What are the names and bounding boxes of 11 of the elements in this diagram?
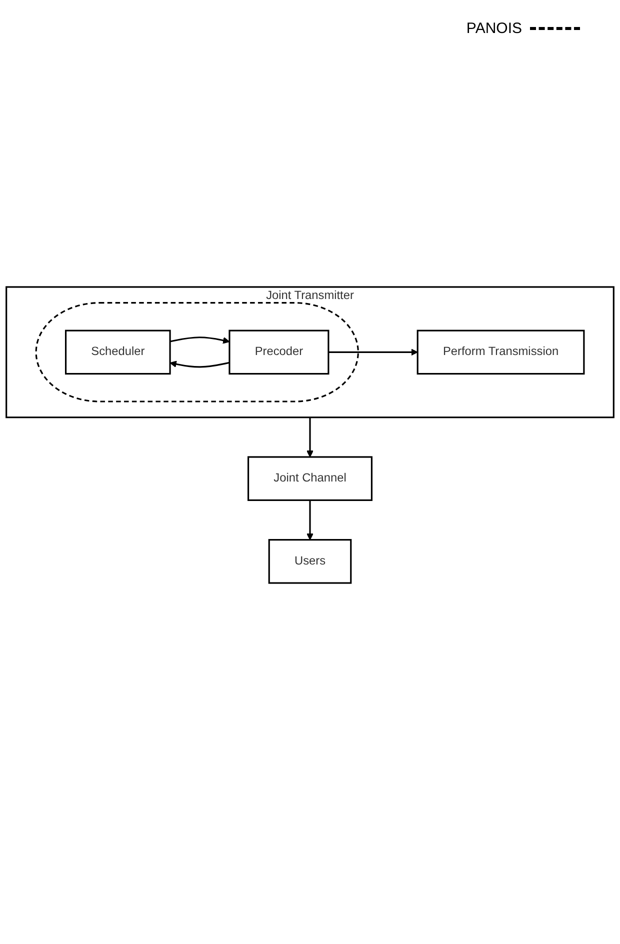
node-box: Perform Transmission — [416, 330, 585, 375]
node-box: Joint Channel — [248, 456, 372, 501]
arrow — [306, 500, 314, 540]
legend-text: PANOIS — [466, 20, 522, 37]
arrow — [170, 336, 230, 344]
arrow — [306, 417, 314, 458]
node-box: Users — [268, 539, 352, 584]
node-box: Scheduler — [64, 330, 171, 375]
arrow — [170, 360, 230, 368]
arrow — [328, 348, 418, 356]
node-box: Precoder — [228, 330, 330, 375]
